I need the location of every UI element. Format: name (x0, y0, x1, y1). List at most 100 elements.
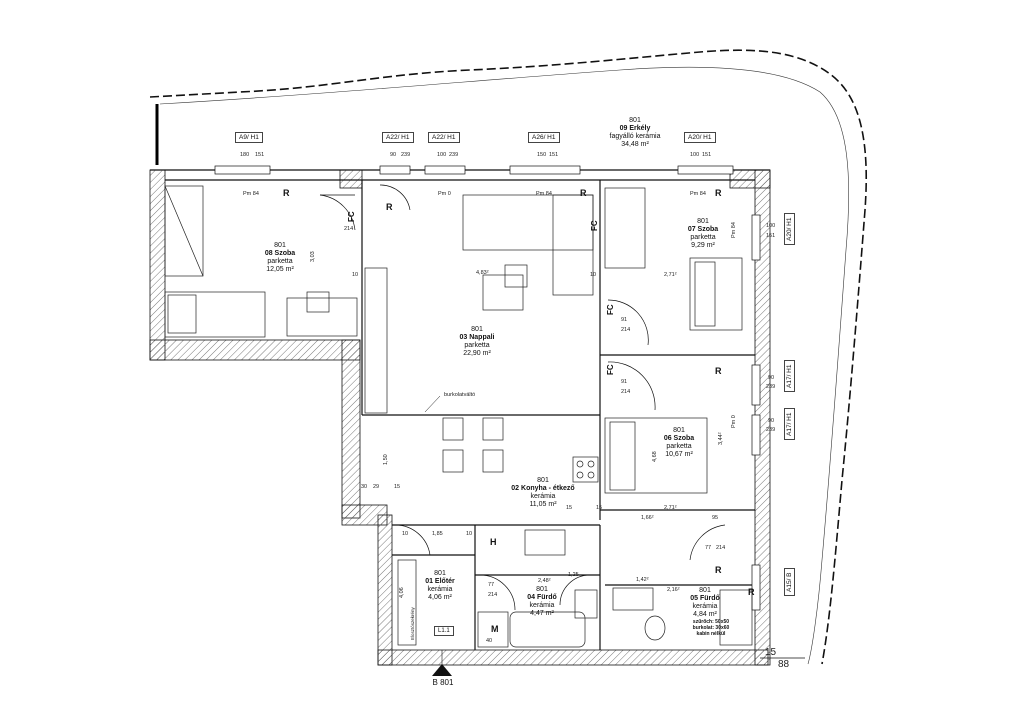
parapet-note: Pm 84 (690, 191, 706, 197)
dimension: 2,16² (667, 587, 680, 593)
room-label-balcony: 801 09 Erkély fagyálló kerámia 34,48 m² (600, 117, 670, 149)
dimension: 214 (621, 327, 631, 333)
dimension: 90 (390, 152, 397, 158)
room-label-05-furdo: 801 05 Fürdő kerámia 4,84 m² (675, 587, 735, 619)
room-label-07-szoba: 801 07 Szoba parketta 9,29 m² (668, 218, 738, 250)
dimension: 1,66² (641, 515, 654, 521)
fc-symbol: FC (590, 220, 599, 231)
room-name: 08 Szoba (264, 250, 296, 258)
parapet-note: Pm 84 (731, 222, 737, 238)
door-r-symbol: R (748, 587, 755, 597)
parapet-note: Pm 84 (243, 191, 259, 197)
room-label-02-konyha: 801 02 Konyha - étkező kerámia 11,05 m² (500, 477, 586, 509)
window-tag: A20/ H1 (684, 132, 716, 143)
room-name: 04 Fürdő (527, 594, 557, 602)
room-number: 801 (673, 427, 685, 434)
room-number: 801 (629, 117, 641, 124)
room-floor: kerámia (692, 603, 718, 611)
dimension: 4,83² (476, 270, 489, 276)
flooring-change-note: burkolatváltó (444, 392, 476, 398)
room-number: 801 (699, 587, 711, 594)
parapet-note: Pm 84 (536, 191, 552, 197)
room-label-06-szoba: 801 06 Szoba parketta 10,67 m² (644, 427, 714, 459)
dimension: 30 (361, 484, 368, 490)
dimension: 10 (466, 531, 473, 537)
bath-note: szűrőch: 50x50 burkolat: 30x60 kabin nél… (692, 619, 730, 637)
room-area: 4,84 m² (693, 611, 717, 619)
window-tag: A22/ H1 (428, 132, 460, 143)
window-tag: A20/ H1 (784, 213, 795, 245)
room-number: 801 (697, 218, 709, 225)
lift-tag: L1.1 (434, 626, 454, 636)
room-label-04-furdo: 801 04 Fürdő kerámia 4,47 m² (512, 586, 572, 618)
h-symbol: H (490, 537, 497, 547)
dimension: 4,68 (652, 451, 658, 462)
fc-symbol: FC (606, 364, 615, 375)
dimension: 91 (621, 317, 628, 323)
dimension: 2,48² (538, 578, 551, 584)
dimension: 239 (766, 427, 776, 433)
dimension: 1,50 (383, 454, 389, 465)
room-area: 4,47 m² (530, 610, 554, 618)
dimension: 100 (437, 152, 447, 158)
dimension: 239 (449, 152, 459, 158)
doors (319, 184, 726, 611)
dimension: 239 (766, 384, 776, 390)
room-area: 22,90 m² (463, 350, 491, 358)
room-floor: kerámia (530, 493, 556, 501)
dimension: 3,44² (718, 432, 724, 445)
dimension: 151 (549, 152, 559, 158)
dimension: 214 (716, 545, 726, 551)
dimension: 91 (621, 379, 628, 385)
room-floor: fagyálló kerámia (609, 133, 661, 141)
window-tag: A26/ H1 (528, 132, 560, 143)
distribution-box-note: Elosztószekrény (410, 607, 415, 640)
window-tag: A15/ B (784, 568, 795, 596)
door-r-symbol: R (283, 188, 290, 198)
dimension: 90 (768, 375, 775, 381)
dimension: 4,06 (399, 587, 405, 598)
room-label-08-szoba: 801 08 Szoba parketta 12,05 m² (245, 242, 315, 274)
dimension: 151 (702, 152, 712, 158)
flooring-change-leader (424, 395, 441, 413)
dimension: 1,42² (636, 577, 649, 583)
dimension: 15 (566, 505, 573, 511)
section-marker-label: B 801 (432, 678, 454, 687)
fc-symbol: FC (606, 304, 615, 315)
room-floor: parketta (666, 443, 692, 451)
room-name: 06 Szoba (663, 435, 695, 443)
room-area: 10,67 m² (665, 451, 693, 459)
room-name: 05 Fürdő (690, 595, 720, 603)
room-floor: parketta (267, 258, 293, 266)
window-tag: A17/ H1 (784, 360, 795, 392)
room-label-01-eloter: 801 01 Előtér kerámia 4,06 m² (410, 570, 470, 602)
room-floor: parketta (464, 342, 490, 350)
room-number: 801 (274, 242, 286, 249)
room-floor: kerámia (529, 602, 555, 610)
dimension: 214 (488, 592, 498, 598)
dimension: 214 (621, 389, 631, 395)
furniture (164, 185, 753, 648)
door-r-symbol: R (715, 565, 722, 575)
room-area: 12,05 m² (266, 266, 294, 274)
dimension: 15 (394, 484, 401, 490)
dimension: 239 (401, 152, 411, 158)
dimension: 15 (596, 505, 603, 511)
room-area: 34,48 m² (621, 141, 649, 149)
dimension: 10 (402, 531, 409, 537)
room-floor: parketta (690, 234, 716, 242)
outer-walls (149, 169, 771, 666)
dimension: 88 (778, 659, 790, 670)
room-label-03-nappali: 801 03 Nappali parketta 22,90 m² (442, 326, 512, 358)
site-contour (149, 49, 868, 665)
door-r-symbol: R (580, 188, 587, 198)
window-tag: A22/ H1 (382, 132, 414, 143)
m-symbol: M (491, 624, 499, 634)
parapet-note: Pm 0 (438, 191, 451, 197)
room-name: 03 Nappali (459, 334, 495, 342)
fc-symbol: FC (347, 211, 356, 222)
parapet-note: Pm 0 (731, 415, 737, 428)
dimension: 90 (768, 418, 775, 424)
dimension: 1,85 (432, 531, 443, 537)
door-r-symbol: R (715, 366, 722, 376)
